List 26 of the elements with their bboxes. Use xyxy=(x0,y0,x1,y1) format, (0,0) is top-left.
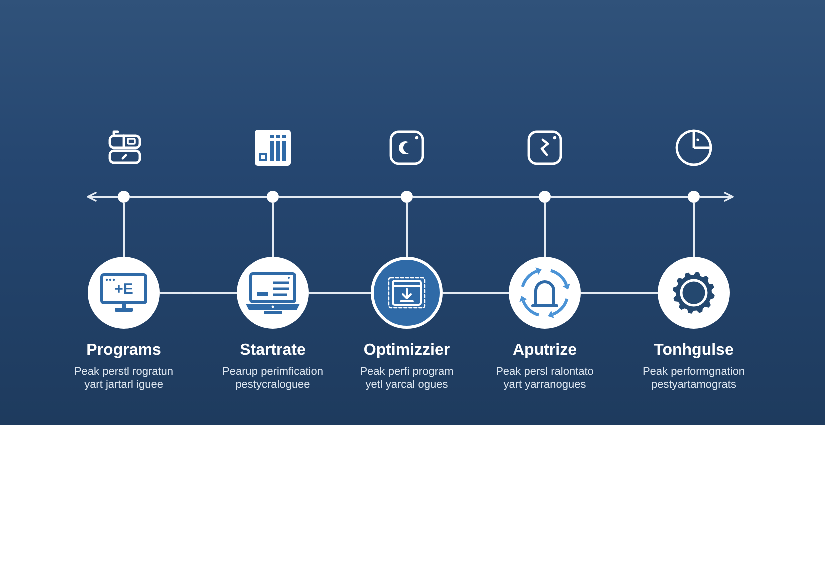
connector-line xyxy=(544,203,546,257)
connector-line xyxy=(413,196,539,198)
connector-line xyxy=(581,292,658,294)
step-title: Aputrize xyxy=(512,341,578,361)
step-title: Startrate xyxy=(239,341,307,361)
connector-line xyxy=(160,292,237,294)
step-title: Optimizzier xyxy=(362,341,452,361)
connector-line xyxy=(130,196,267,198)
connector-line xyxy=(272,203,274,257)
connector-line xyxy=(693,203,695,257)
step-title: Tonhgulse xyxy=(653,341,735,361)
connector-line xyxy=(406,203,408,257)
step-description: Peak perfi program yetl yarcal ogues xyxy=(359,366,455,392)
connector-line xyxy=(309,292,371,294)
timeline-arrow xyxy=(87,192,118,202)
connector-line xyxy=(443,292,509,294)
timeline-arrow xyxy=(700,192,734,202)
step-description: Peak perstl rogratun yart jartarl iguee xyxy=(73,366,175,392)
screen-text: +E xyxy=(114,282,134,298)
connector-line xyxy=(279,196,401,198)
step-description: Peak persl ralontato yart yarranogues xyxy=(495,366,595,392)
connector-line xyxy=(551,196,688,198)
step-description: Peak performgnation pestyartamograts xyxy=(642,366,746,392)
step-title: Programs xyxy=(86,341,162,361)
step-description: Pearup perimfication pestycraloguee xyxy=(222,366,324,392)
connector-line xyxy=(123,203,125,257)
